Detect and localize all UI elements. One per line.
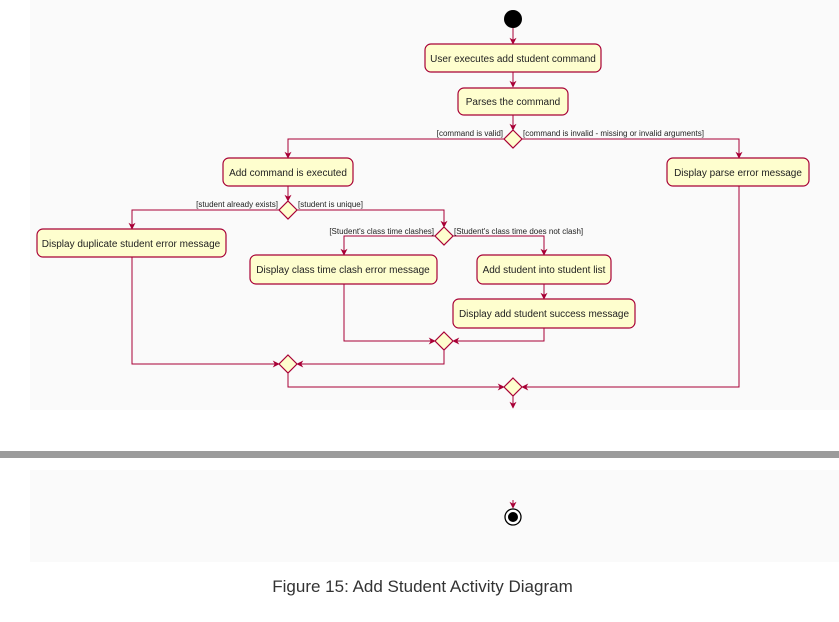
start-node xyxy=(504,10,522,28)
node-display-duplicate-error: Display duplicate student error message xyxy=(36,228,227,258)
svg-text:Display class time clash error: Display class time clash error message xyxy=(256,265,430,276)
node-add-student-into-list: Add student into student list xyxy=(476,254,612,285)
page-separator xyxy=(0,451,839,458)
node-display-class-time-clash: Display class time clash error message xyxy=(249,254,438,285)
edge-parse-error-to-merge3 xyxy=(521,186,740,391)
decision-nodes xyxy=(278,129,523,397)
edge-valid xyxy=(284,138,504,159)
node-user-executes: User executes add student command xyxy=(424,43,602,73)
guard-student-exists: [student already exists] xyxy=(196,200,278,209)
guard-command-invalid: [command is invalid - missing or invalid… xyxy=(523,129,704,138)
decision-time-clash xyxy=(434,226,454,246)
merge-node-3 xyxy=(503,377,523,397)
node-display-success: Display add student success message xyxy=(452,298,636,329)
svg-text:Display add student success me: Display add student success message xyxy=(459,309,630,320)
merge-node-1 xyxy=(434,331,454,351)
edge-duplicate-to-merge2 xyxy=(131,257,280,368)
diagram-panel-bottom xyxy=(30,470,839,562)
node-display-parse-error: Display parse error message xyxy=(666,157,810,187)
figure-caption: Figure 15: Add Student Activity Diagram xyxy=(272,577,573,596)
edge-time-no-clash xyxy=(452,235,548,256)
edge-invalid xyxy=(522,138,743,159)
node-add-command-executed: Add command is executed xyxy=(222,157,354,187)
guard-time-no-clash: [Student's class time does not clash] xyxy=(454,227,583,236)
end-node xyxy=(504,508,522,526)
edge-student-unique xyxy=(296,209,448,228)
edge-merge1-to-merge2 xyxy=(296,350,445,368)
decision-student-unique xyxy=(278,200,298,220)
edge-merge2-to-merge3 xyxy=(287,373,505,391)
svg-text:Parses the command: Parses the command xyxy=(466,97,561,108)
edge-clash-to-merge xyxy=(343,284,436,345)
svg-text:Display duplicate student erro: Display duplicate student error message xyxy=(42,239,221,250)
decision-command-valid xyxy=(503,129,523,149)
guard-command-valid: [command is valid] xyxy=(437,129,503,138)
svg-text:Display parse error message: Display parse error message xyxy=(674,168,802,179)
merge-node-2 xyxy=(278,354,298,374)
guard-time-clashes: [Student's class time clashes] xyxy=(329,227,434,236)
svg-text:User executes add student comm: User executes add student command xyxy=(430,54,596,65)
edge-time-clashes xyxy=(340,235,436,256)
svg-text:Add student into student list: Add student into student list xyxy=(483,265,606,276)
svg-text:Add command is executed: Add command is executed xyxy=(229,168,347,179)
node-parses-command: Parses the command xyxy=(457,87,569,116)
guard-student-unique: [student is unique] xyxy=(298,200,363,209)
edge-success-to-merge xyxy=(452,328,545,345)
edge-student-exists xyxy=(128,209,280,230)
edges xyxy=(128,28,743,509)
